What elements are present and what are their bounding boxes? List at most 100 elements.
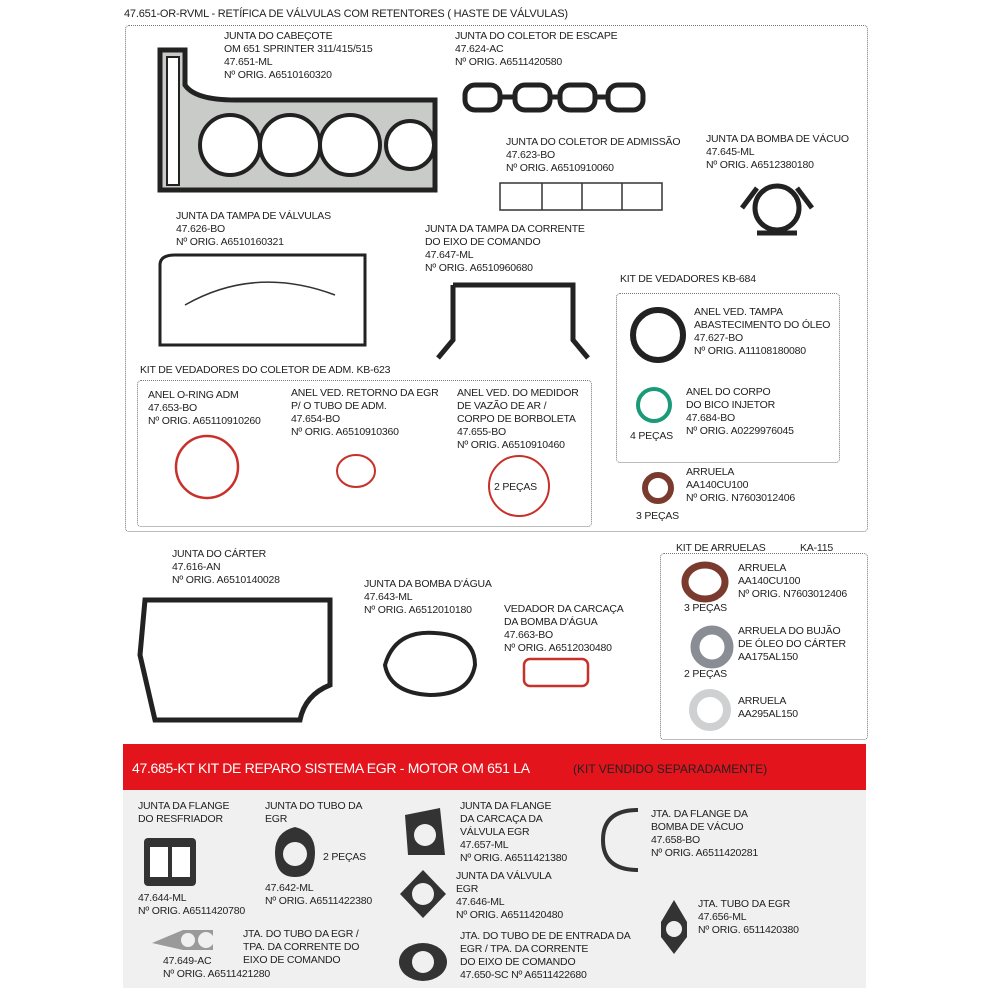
text-line: Nº ORIG. A6512030480: [504, 642, 612, 654]
text-line: JTA. DO TUBO DE DE ENTRADA DA: [460, 930, 631, 942]
text-line: 2 PEÇAS: [684, 668, 727, 680]
text-line: CORPO DE BORBOLETA: [457, 413, 576, 425]
text-line: Nº ORIG. A65110910260: [148, 415, 261, 427]
text-line: JUNTA DA FLANGE: [138, 800, 230, 812]
text-line: JUNTA DA BOMBA DE VÁCUO: [706, 133, 849, 145]
egr-tube-gasket-2-image: [661, 900, 687, 954]
text-line: 47.649-AC: [163, 955, 212, 967]
text-line: ARRUELA: [686, 466, 735, 478]
copper-washer-image: [642, 472, 674, 504]
text-line: JUNTA DO TUBO DA: [265, 800, 363, 812]
text-line: 47.627-BO: [694, 332, 743, 344]
text-line: ABASTECIMENTO DO ÓLEO: [694, 319, 831, 331]
text-line: ARRUELA: [738, 562, 787, 574]
text-line: 47.651-ML: [224, 56, 273, 68]
text-line: ARRUELA DO BUJÃO: [738, 625, 841, 637]
text-line: Nº ORIG. A6511420281: [651, 847, 759, 859]
quantity-label: 2 PEÇAS: [323, 851, 366, 864]
text-line: JUNTA DO CÁRTER: [172, 548, 267, 560]
text-line: KIT DE VEDADORES DO COLETOR DE ADM. KB-6…: [140, 364, 391, 376]
text-line: ARRUELA: [738, 695, 787, 707]
text-line: EGR: [456, 883, 479, 895]
text-line: 47.643-ML: [364, 591, 413, 603]
text-line: JUNTA DA FLANGE: [460, 800, 552, 812]
kit-ka115-code: KA-115: [800, 542, 833, 555]
text-line: 47.656-ML: [698, 911, 747, 923]
text-line: Nº ORIG. A6512010180: [364, 604, 472, 616]
water-pump-housing-seal-image: [522, 657, 590, 688]
text-line: 47.626-BO: [176, 223, 225, 235]
text-line: KA-115: [800, 542, 834, 554]
text-line: TPA. DA CORRENTE DO: [243, 941, 360, 953]
text-line: 47.684-BO: [686, 412, 735, 424]
washer-ka115-3-image: [689, 689, 731, 731]
valve-cover-gasket-image: [158, 253, 367, 347]
text-line: ANEL VED. DO MEDIDOR: [457, 387, 579, 399]
text-line: JUNTA DA TAMPA DA CORRENTE: [425, 223, 585, 235]
text-line: BOMBA DE VÁCUO: [651, 821, 744, 833]
egr-kit-banner: 47.685-KT KIT DE REPARO SISTEMA EGR - MO…: [123, 744, 866, 790]
text-line: Nº ORIG. N7603012406: [738, 588, 847, 600]
text-line: Nº ORIG. A6510960680: [425, 262, 533, 274]
text-line: 47.655-BO: [457, 426, 506, 438]
text-line: OM 651 SPRINTER 311/415/515: [224, 43, 373, 55]
kit-kb623-heading: KIT DE VEDADORES DO COLETOR DE ADM. KB-6…: [140, 364, 390, 377]
text-line: JTA. DA FLANGE DA: [651, 808, 748, 820]
egr-inlet-tube-gasket-image: [399, 943, 447, 981]
text-line: Nº ORIG. N7603012406: [686, 492, 795, 504]
text-line: 47.646-ML: [456, 896, 505, 908]
cylinder-head-gasket-image: [157, 47, 438, 193]
text-line: VEDADOR DA CARCAÇA: [504, 603, 624, 615]
text-line: 47.663-BO: [504, 629, 553, 641]
text-line: Nº ORIG. A6510910060: [506, 162, 614, 174]
text-line: Nº ORIG. 6511420380: [698, 924, 799, 936]
text-line: P/ O TUBO DE ADM.: [291, 400, 387, 412]
kit-kb684-heading: KIT DE VEDADORES KB-684: [620, 273, 756, 286]
text-line: EGR: [265, 813, 288, 825]
quantity-label: 4 PEÇAS: [630, 430, 673, 443]
text-line: ANEL VED. RETORNO DA EGR: [291, 387, 439, 399]
text-line: Nº ORIG. A6511421380: [460, 852, 568, 864]
egr-valve-housing-gasket-image: [405, 808, 445, 855]
text-line: EGR / TPA. DA CORRENTE: [460, 943, 589, 955]
quantity-label: 3 PEÇAS: [636, 510, 679, 523]
timing-cover-gasket-image: [436, 282, 590, 360]
text-line: 3 PEÇAS: [636, 510, 679, 522]
text-line: DE ÓLEO DO CÁRTER: [738, 638, 846, 650]
quantity-label: 3 PEÇAS: [684, 602, 727, 615]
text-line: 2 PEÇAS: [494, 481, 537, 493]
text-line: JTA. DO TUBO DA EGR /: [243, 928, 359, 940]
text-line: Nº ORIG. A6511421280: [163, 968, 271, 980]
text-line: 47.647-ML: [425, 249, 474, 261]
text-line: DO RESFRIADOR: [138, 813, 223, 825]
text-line: Nº ORIG. A6512380180: [706, 159, 814, 171]
text-line: DO BICO INJETOR: [686, 399, 775, 411]
oil-pan-gasket-image: [137, 597, 333, 723]
text-line: JUNTA DA VÁLVULA: [456, 870, 552, 882]
text-line: DO EIXO DE COMANDO: [425, 236, 541, 248]
text-line: AA140CU100: [686, 479, 749, 491]
text-line: Nº ORIG. A6510160320: [224, 69, 332, 81]
text-line: ANEL VED. TAMPA: [694, 306, 783, 318]
egr-kit-title: 47.685-KT KIT DE REPARO SISTEMA EGR - MO…: [132, 760, 530, 776]
text-line: 47.657-ML: [460, 839, 509, 851]
text-line: AA140CU100: [738, 575, 801, 587]
text-line: Nº ORIG. A6511422380: [265, 895, 373, 907]
egr-return-ring-image: [336, 454, 376, 488]
text-line: Nº ORIG. A11108180080: [694, 345, 806, 357]
